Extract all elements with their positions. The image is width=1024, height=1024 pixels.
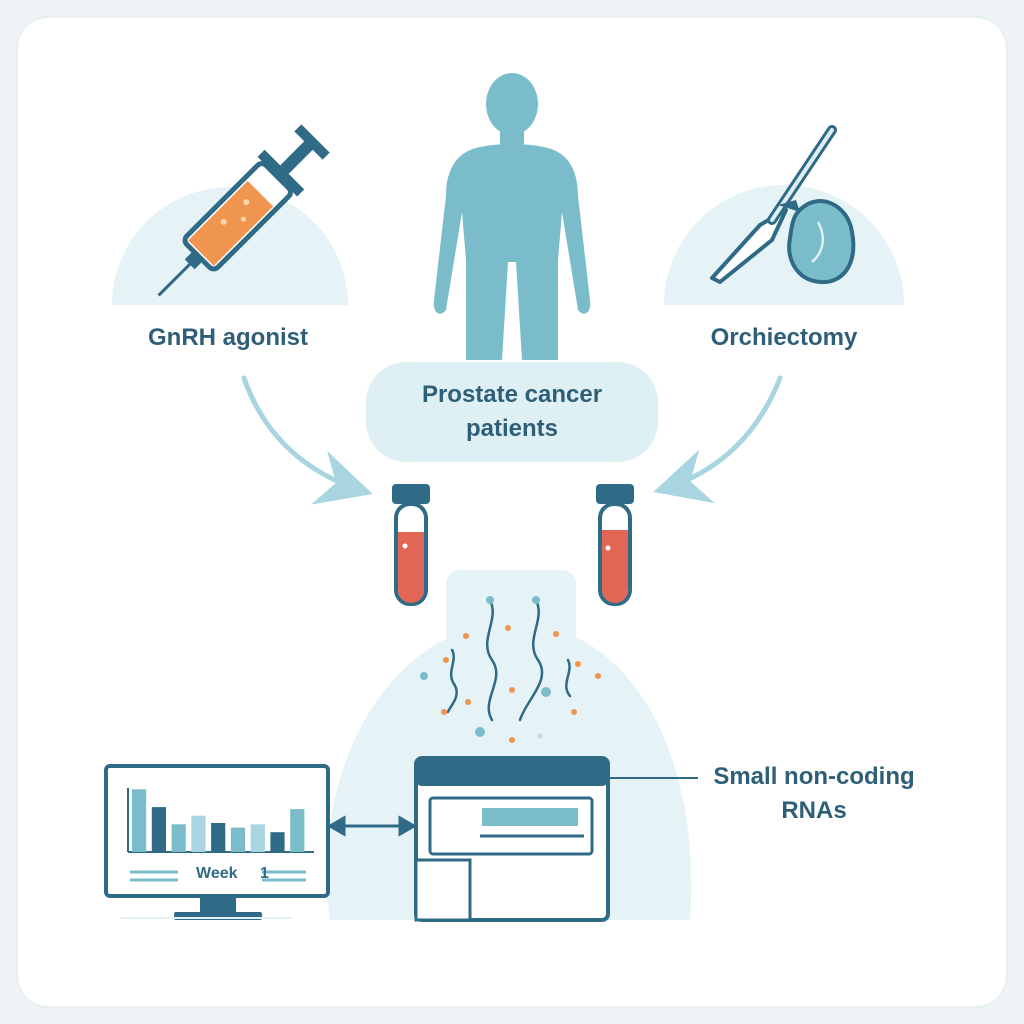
syringe-icon xyxy=(112,124,348,305)
chart-bar xyxy=(290,809,305,852)
patients-label-line2: patients xyxy=(465,415,558,442)
week-label: Week xyxy=(196,865,238,882)
patients-label-line1: Prostate cancer xyxy=(421,381,603,408)
rna-strand-icon xyxy=(446,598,572,722)
blood-tube-icon xyxy=(392,484,430,606)
flow-arrow-right xyxy=(653,375,783,504)
surgery-icon-group xyxy=(664,125,904,305)
flow-arrow-left xyxy=(241,375,373,505)
chart-bar xyxy=(171,824,186,852)
chart-bar xyxy=(230,827,246,852)
human-silhouette-icon xyxy=(433,73,591,360)
chart-bar xyxy=(250,824,265,852)
rna-dots xyxy=(420,596,601,743)
patients-label: Prostate cancer patients xyxy=(366,378,658,446)
chart-bar xyxy=(151,807,166,852)
chart-bar xyxy=(211,823,226,852)
monitor-icon xyxy=(104,764,330,920)
chart-bar xyxy=(132,789,147,852)
rnas-label: Small non-coding RNAs xyxy=(694,760,934,828)
sequencer-icon xyxy=(414,756,610,922)
data-transfer-arrow xyxy=(326,815,418,837)
patients-pill xyxy=(366,362,658,462)
testis-icon xyxy=(787,199,856,285)
gnrh-agonist-label: GnRH agonist xyxy=(148,324,308,351)
blood-tube-icon xyxy=(596,484,634,606)
chart-bar xyxy=(191,815,206,852)
rnas-label-line1: Small non-coding xyxy=(713,763,915,790)
chart-bar xyxy=(270,832,285,852)
scalpel-icon xyxy=(710,125,837,284)
week-number: 1 xyxy=(260,865,269,882)
rnas-label-line2: RNAs xyxy=(781,797,847,824)
orchiectomy-label: Orchiectomy xyxy=(710,324,858,351)
